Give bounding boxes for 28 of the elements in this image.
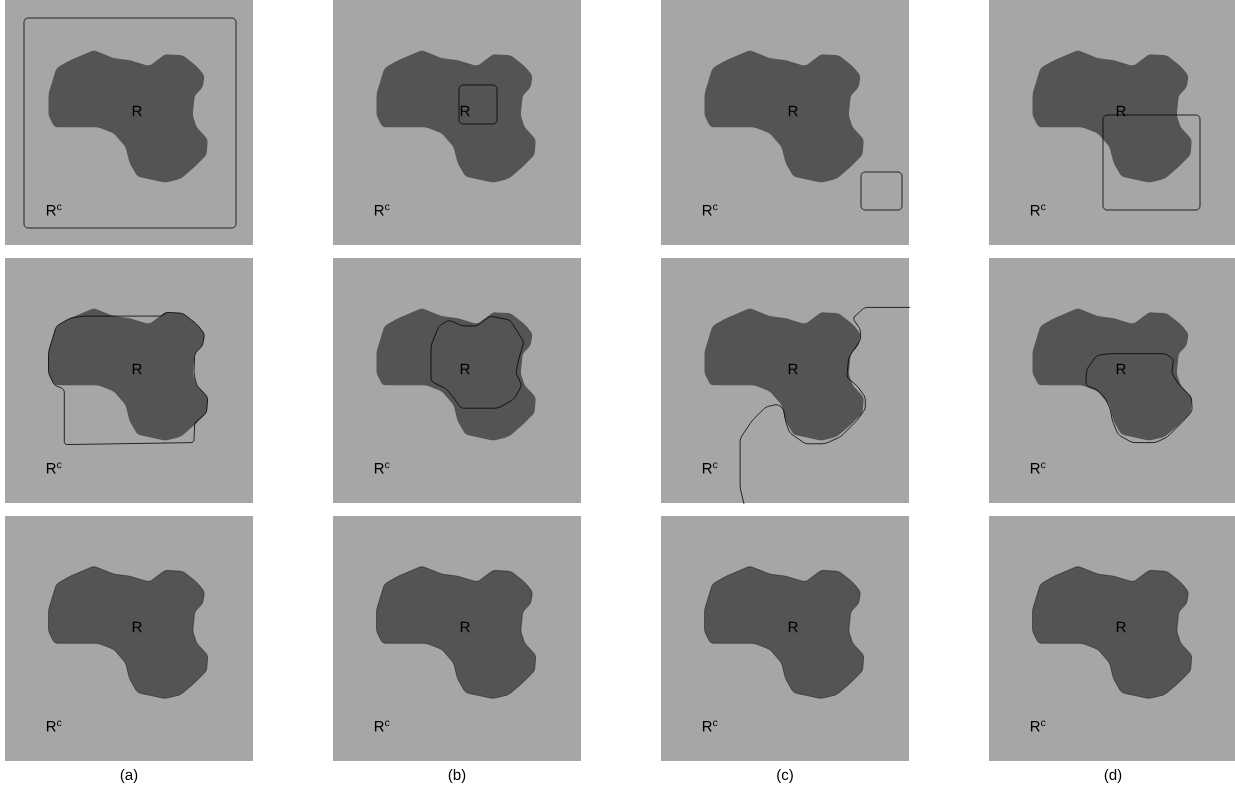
region-label: R bbox=[460, 621, 470, 633]
region-label: R$^{c}$ bbox=[1030, 720, 1046, 732]
region-label: R$^{c}$ bbox=[374, 462, 390, 474]
region-label: R bbox=[1116, 105, 1126, 117]
region-label: R$^{c}$ bbox=[702, 462, 718, 474]
panel-caption: (a) bbox=[120, 769, 138, 783]
region-label: R$^{c}$ bbox=[1030, 204, 1046, 216]
region-label: R bbox=[460, 105, 470, 117]
region-label: R$^{c}$ bbox=[46, 204, 62, 216]
panel-caption: (d) bbox=[1104, 769, 1122, 783]
region-label: R$^{c}$ bbox=[702, 204, 718, 216]
region-label: R bbox=[132, 363, 142, 375]
panel-caption: (b) bbox=[448, 769, 466, 783]
region-label: R$^{c}$ bbox=[702, 720, 718, 732]
region-label: R$^{c}$ bbox=[374, 720, 390, 732]
region-label: R bbox=[132, 105, 142, 117]
region-label: R$^{c}$ bbox=[1030, 462, 1046, 474]
region-label: R$^{c}$ bbox=[46, 720, 62, 732]
region-label: R bbox=[788, 621, 798, 633]
region-label: R bbox=[788, 363, 798, 375]
region-label: R bbox=[788, 105, 798, 117]
region-label: R bbox=[1116, 363, 1126, 375]
region-label: R bbox=[132, 621, 142, 633]
region-label: R$^{c}$ bbox=[374, 204, 390, 216]
panel-caption: (c) bbox=[777, 769, 793, 783]
region-label: R$^{c}$ bbox=[46, 462, 62, 474]
region-label: R bbox=[460, 363, 470, 375]
region-label: R bbox=[1116, 621, 1126, 633]
